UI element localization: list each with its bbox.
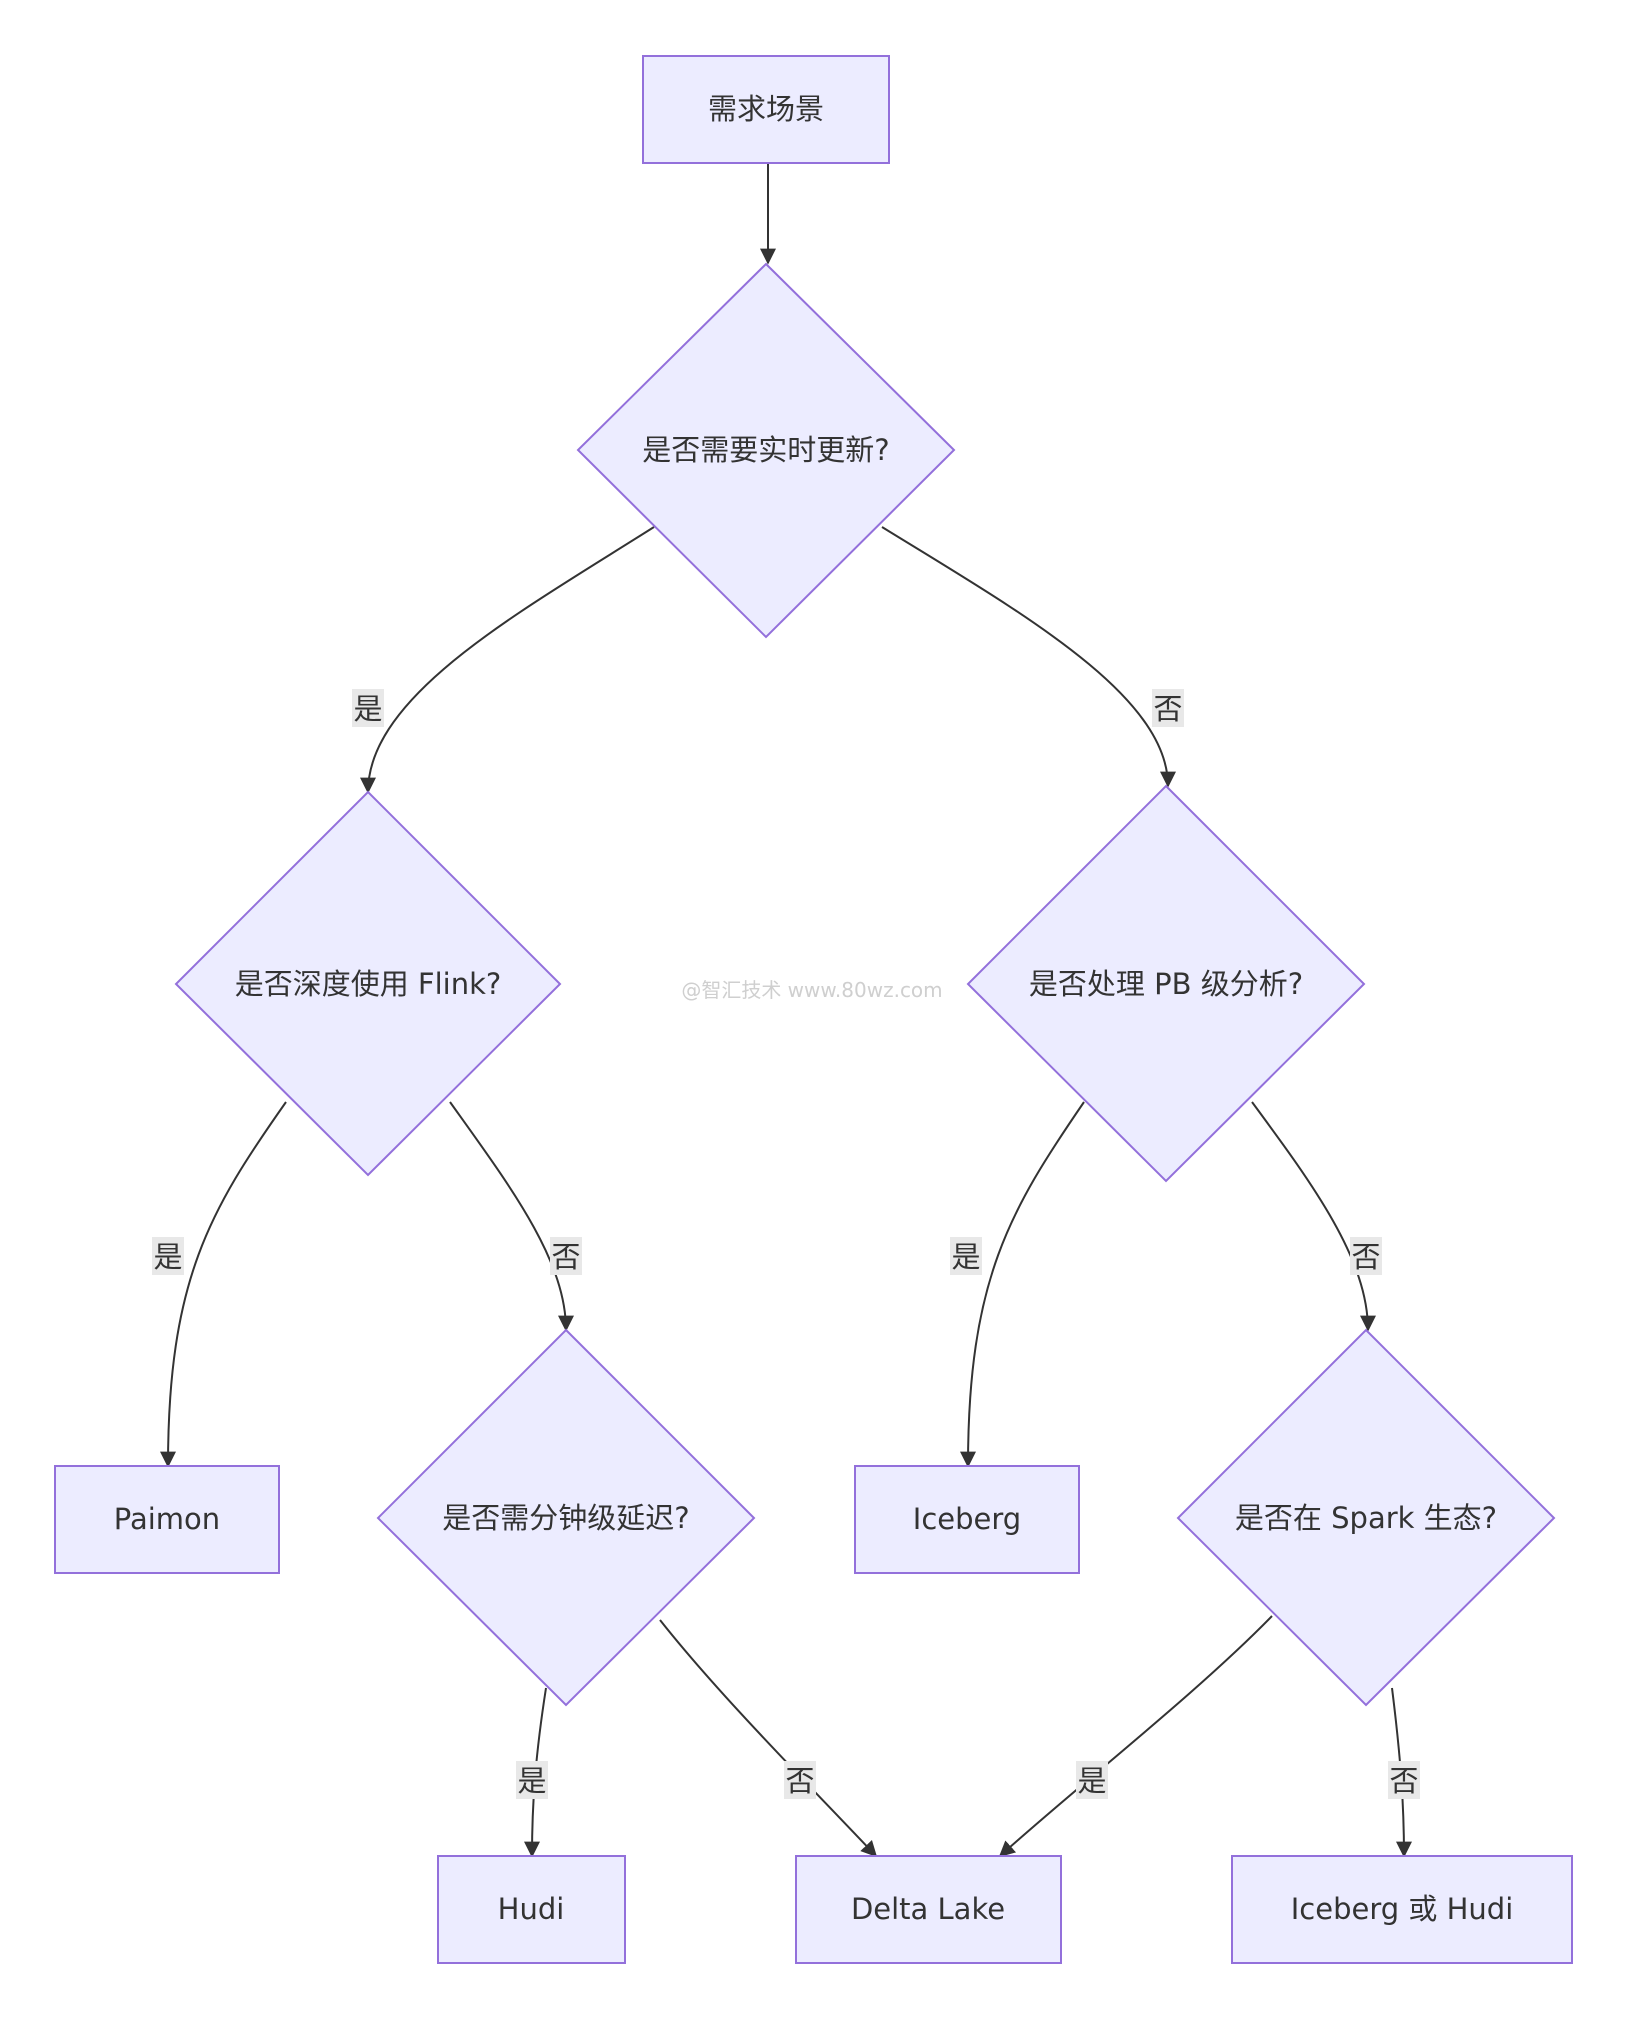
result-delta-lake-label: Delta Lake <box>851 1892 1005 1926</box>
decision-flink-label: 是否深度使用 Flink? <box>235 967 502 1001</box>
nodes: 需求场景 是否需要实时更新? 是否深度使用 Flink? 是否处理 PB 级分析… <box>54 55 1573 1964</box>
edge-label-text: 否 <box>1153 692 1182 726</box>
edge-label-pb-yes: 是 <box>950 1237 982 1275</box>
result-iceberg: Iceberg <box>854 1465 1080 1574</box>
result-hudi-label: Hudi <box>498 1892 565 1926</box>
result-hudi: Hudi <box>437 1855 626 1964</box>
decision-realtime: 是否需要实时更新? <box>576 262 956 639</box>
edge-spark-yes <box>998 1615 1273 1858</box>
edge-label-text: 否 <box>551 1240 580 1274</box>
edge-label-text: 是 <box>353 692 382 726</box>
edge-realtime-no <box>881 526 1176 788</box>
decision-pb-label: 是否处理 PB 级分析? <box>1029 967 1303 1001</box>
edge-label-text: 是 <box>951 1240 980 1274</box>
edge-label-spark-no: 否 <box>1388 1761 1420 1799</box>
decision-spark: 是否在 Spark 生态? <box>1176 1328 1556 1707</box>
edge-flink-yes <box>160 1101 287 1468</box>
result-iceberg-or-hudi: Iceberg 或 Hudi <box>1231 1855 1573 1964</box>
decision-pb: 是否处理 PB 级分析? <box>966 784 1366 1183</box>
result-paimon: Paimon <box>54 1465 280 1574</box>
edge-realtime-yes <box>360 526 655 794</box>
decision-minute-label: 是否需分钟级延迟? <box>442 1501 689 1535</box>
edges <box>160 163 1412 1858</box>
edge-pb-yes <box>960 1101 1085 1468</box>
node-start-label: 需求场景 <box>708 92 824 126</box>
edge-label-text: 是 <box>153 1240 182 1274</box>
edge-label-text: 否 <box>785 1764 814 1798</box>
edge-label-text: 是 <box>517 1764 546 1798</box>
edge-flink-no <box>449 1101 574 1332</box>
edge-label-text: 是 <box>1077 1764 1106 1798</box>
edge-label-realtime-no: 否 <box>1152 689 1184 727</box>
decision-minute: 是否需分钟级延迟? <box>376 1328 756 1707</box>
result-paimon-label: Paimon <box>114 1502 220 1536</box>
edge-pb-no <box>1251 1101 1376 1332</box>
result-iceberg-label: Iceberg <box>913 1502 1021 1536</box>
watermark: @智汇技术 www.80wz.com <box>681 978 942 1002</box>
edge-label-flink-no: 否 <box>550 1237 582 1275</box>
edge-label-minute-no: 否 <box>784 1761 816 1799</box>
edge-label-pb-no: 否 <box>1350 1237 1382 1275</box>
edge-label-spark-yes: 是 <box>1076 1761 1108 1799</box>
node-start: 需求场景 <box>642 55 890 164</box>
decision-flink: 是否深度使用 Flink? <box>174 790 562 1177</box>
decision-realtime-label: 是否需要实时更新? <box>642 433 889 467</box>
edge-labels: 是 否 是 否 是 否 是 否 <box>152 689 1420 1799</box>
result-iceberg-or-hudi-label: Iceberg 或 Hudi <box>1291 1892 1514 1926</box>
edge-label-flink-yes: 是 <box>152 1237 184 1275</box>
edge-label-minute-yes: 是 <box>516 1761 548 1799</box>
decision-spark-label: 是否在 Spark 生态? <box>1235 1501 1497 1535</box>
edge-minute-no <box>659 1619 878 1858</box>
edge-label-realtime-yes: 是 <box>352 689 384 727</box>
edge-label-text: 否 <box>1351 1240 1380 1274</box>
edge-label-text: 否 <box>1389 1764 1418 1798</box>
result-delta-lake: Delta Lake <box>795 1855 1062 1964</box>
